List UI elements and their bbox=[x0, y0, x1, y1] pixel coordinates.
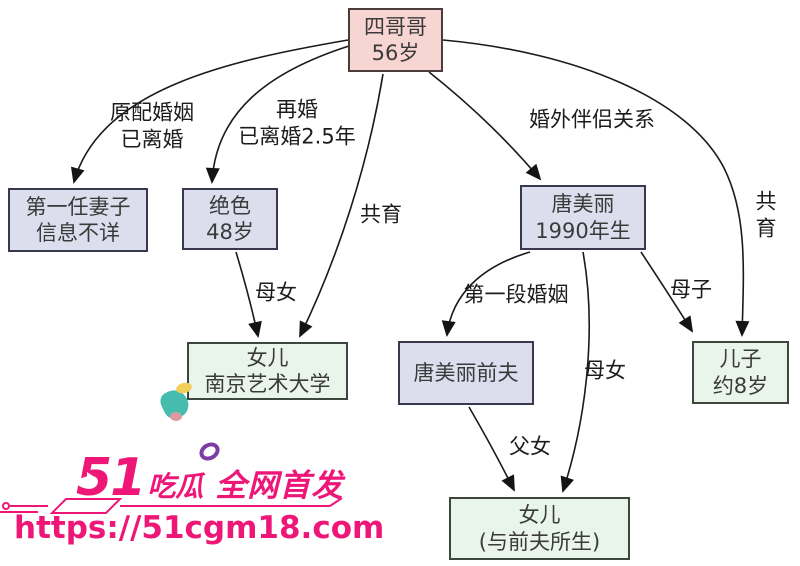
node-son: 儿子 约8岁 bbox=[692, 341, 789, 404]
play-icon bbox=[87, 472, 96, 484]
watermark-brand-name: 吃瓜 bbox=[147, 470, 204, 503]
edge-coparent-left-arrow bbox=[299, 73, 384, 338]
edge-affair-arrow bbox=[428, 71, 542, 181]
watermark-url: https://51cgm18.com bbox=[14, 510, 385, 546]
edge-label-first-marriage: 第一段婚姻 bbox=[463, 282, 569, 307]
edge-remarriage-arrow bbox=[205, 45, 350, 184]
circuit-line-decoration bbox=[0, 497, 343, 514]
edge-coparent-right-arrow bbox=[442, 39, 750, 337]
edge-label-mother-daughter-left: 母女 bbox=[255, 280, 297, 305]
edge-label-affair: 婚外伴侣关系 bbox=[529, 107, 655, 132]
node-fourth-brother: 四哥哥 56岁 bbox=[348, 8, 443, 72]
edge-father-daughter-arrow bbox=[468, 406, 515, 492]
edge-label-original-marriage: 原配婚姻 已离婚 bbox=[110, 100, 194, 152]
edge-mother-daughter-left-arrow bbox=[235, 251, 262, 338]
edge-first-marriage-arrow bbox=[441, 251, 531, 337]
edge-mother-daughter-right-arrow bbox=[560, 251, 590, 493]
edge-label-coparent-right: 共育 bbox=[755, 189, 777, 241]
node-first-wife: 第一任妻子 信息不详 bbox=[8, 188, 148, 252]
edge-mother-son-arrow bbox=[640, 251, 694, 333]
pink-smudge-decoration bbox=[170, 412, 182, 421]
edge-label-remarriage: 再婚 已离婚2.5年 bbox=[238, 97, 356, 149]
watermark-brand: 51 吃瓜 全网首发 bbox=[76, 452, 343, 504]
edge-label-mother-daughter-right: 母女 bbox=[584, 358, 626, 383]
node-daughter-with-ex: 女儿 (与前夫所生) bbox=[449, 497, 630, 560]
edge-label-mother-son: 母子 bbox=[670, 277, 712, 302]
edge-original-marriage-arrow bbox=[71, 39, 349, 184]
node-tang-meili-ex-husband: 唐美丽前夫 bbox=[398, 341, 534, 405]
edge-label-coparent-left: 共育 bbox=[360, 202, 402, 227]
node-tang-meili: 唐美丽 1990年生 bbox=[520, 185, 646, 250]
edge-label-father-daughter: 父女 bbox=[509, 434, 551, 459]
watermark-slogan: 全网首发 bbox=[215, 468, 344, 504]
node-juese: 绝色 48岁 bbox=[182, 188, 278, 250]
node-daughter-nanjing-art: 女儿 南京艺术大学 bbox=[187, 342, 348, 400]
